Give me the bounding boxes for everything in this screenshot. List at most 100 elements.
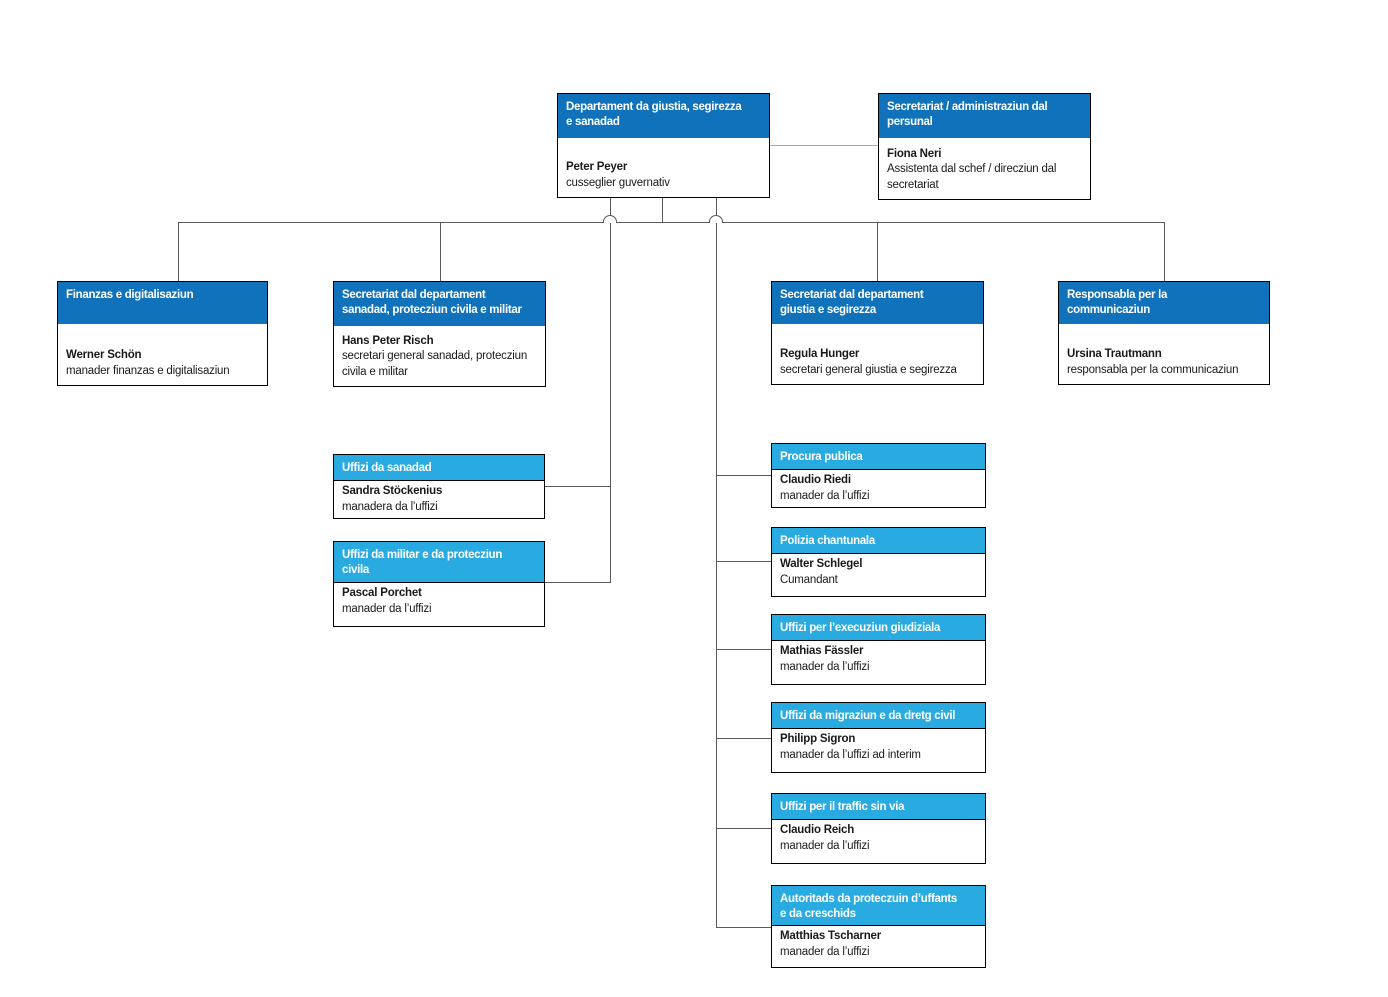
person-role: manader da l’uffizi	[780, 839, 870, 852]
header-line: Procura publica	[780, 451, 863, 463]
org-node-secretariat-sanadad-militar: Secretariat dal departament sanadad, pro…	[333, 281, 546, 387]
person-name: Fiona Neri	[887, 147, 942, 160]
node-body: Peter Peyer cusseglier guvernativ	[558, 158, 769, 197]
node-header: Finanzas e digitalisaziun	[58, 282, 267, 324]
person-name: Matthias Tscharner	[780, 930, 881, 942]
node-header: Uffizi da sanadad	[334, 455, 544, 481]
header-line: Uffizi per il traffic sin via	[780, 801, 905, 813]
header-line: Secretariat dal departament	[780, 289, 924, 301]
line-hop	[603, 215, 617, 223]
person-role: manader da l’uffizi	[780, 660, 870, 673]
connector	[178, 222, 179, 281]
header-line: e sanadad	[566, 116, 620, 128]
node-header: Responsabla per la communicaziun	[1059, 282, 1269, 324]
node-body: Fiona Neri Assistenta dal schef / direcz…	[879, 145, 1090, 200]
header-line: Uffizi da sanadad	[342, 462, 432, 474]
person-name: Regula Hunger	[780, 348, 860, 360]
connector	[723, 222, 1164, 223]
person-role: Assistenta dal schef / direcziun dal	[887, 163, 1057, 175]
header-line: civila	[342, 564, 369, 576]
org-node-uffizi-militar: Uffizi da militar e da protecziun civila…	[333, 541, 545, 627]
org-node-secretariat-giustia: Secretariat dal departament giustia e se…	[771, 281, 984, 385]
org-node-uffizi-migraziun: Uffizi da migraziun e da dretg civil Phi…	[771, 702, 986, 773]
org-node-procura-publica: Procura publica Claudio Riedi manader da…	[771, 443, 986, 508]
org-node-secretariat-persunal: Secretariat / administraziun dal persuna…	[878, 93, 1091, 200]
person-name: Claudio Reich	[780, 824, 855, 836]
person-name: Walter Schlegel	[780, 558, 863, 570]
org-node-uffizi-execuziun: Uffizi per l’execuziun giudiziala Mathia…	[771, 614, 986, 685]
node-header: Departament da giustia, segirezza e sana…	[558, 94, 769, 138]
person-role: manader da l’uffizi	[780, 489, 870, 502]
org-node-uffizi-sanadad: Uffizi da sanadad Sandra Stöckenius mana…	[333, 454, 545, 519]
org-node-departament: Departament da giustia, segirezza e sana…	[557, 93, 770, 198]
person-role: manadera da l’uffizi	[342, 500, 438, 513]
person-name: Pascal Porchet	[342, 587, 422, 599]
connector	[662, 198, 663, 222]
header-line: giustia e segirezza	[780, 304, 876, 316]
node-body: Werner Schön manader finanzas e digitali…	[58, 346, 267, 385]
person-role: manader da l’uffizi	[780, 945, 870, 958]
header-line: Uffizi da migraziun e da dretg civil	[780, 710, 956, 722]
person-role: secretariat	[887, 178, 939, 191]
person-role: manader finanzas e digitalisaziun	[66, 364, 230, 377]
node-header: Autoritads da proteczuin d’uffants e da …	[772, 886, 985, 926]
org-node-polizia-chantunala: Polizia chantunala Walter Schlegel Cuman…	[771, 527, 986, 597]
connector	[1164, 222, 1165, 281]
connector	[717, 649, 771, 650]
header-line: Autoritads da proteczuin d’uffants	[780, 893, 957, 905]
node-header: Procura publica	[772, 444, 985, 470]
person-role: civila e militar	[342, 365, 408, 378]
connector	[440, 222, 441, 281]
header-line: persunal	[887, 116, 933, 128]
connector	[617, 222, 709, 223]
person-role: cusseglier guvernativ	[566, 176, 670, 189]
header-line: Polizia chantunala	[780, 535, 875, 547]
header-line: Secretariat dal departament	[342, 289, 486, 301]
person-name: Claudio Riedi	[780, 474, 851, 486]
person-role: Cumandant	[780, 573, 838, 586]
line-hop	[709, 215, 723, 223]
connector	[717, 828, 771, 829]
connector	[717, 475, 771, 476]
person-name: Philipp Sigron	[780, 733, 856, 745]
person-name: Mathias Fässler	[780, 645, 864, 657]
connector	[716, 198, 717, 928]
node-body: Philipp Sigron manader da l’uffizi ad in…	[772, 729, 985, 769]
person-role: manader da l’uffizi	[342, 602, 432, 615]
node-header: Secretariat / administraziun dal persuna…	[879, 94, 1090, 138]
header-line: Uffizi da militar e da protecziun	[342, 549, 503, 561]
org-node-autoritads-protecziun: Autoritads da proteczuin d’uffants e da …	[771, 885, 986, 968]
node-header: Uffizi per il traffic sin via	[772, 794, 985, 820]
connector	[545, 582, 610, 583]
connector	[877, 222, 878, 281]
connector	[717, 738, 771, 739]
person-role: manader da l’uffizi ad interim	[780, 748, 921, 761]
node-body: Mathias Fässler manader da l’uffizi	[772, 641, 985, 681]
node-header: Uffizi per l’execuziun giudiziala	[772, 615, 985, 641]
node-body: Walter Schlegel Cumandant	[772, 554, 985, 594]
person-name: Ursina Trautmann	[1067, 348, 1162, 360]
person-role: secretari general giustia e segirezza	[780, 363, 957, 376]
header-line: Finanzas e digitalisaziun	[66, 289, 194, 301]
org-node-finanzas: Finanzas e digitalisaziun Werner Schön m…	[57, 281, 268, 386]
header-line: Secretariat / administraziun dal	[887, 101, 1048, 113]
node-body: Claudio Reich manader da l’uffizi	[772, 820, 985, 860]
person-name: Werner Schön	[66, 349, 142, 361]
org-node-uffizi-traffic: Uffizi per il traffic sin via Claudio Re…	[771, 793, 986, 864]
node-header: Uffizi da migraziun e da dretg civil	[772, 703, 985, 729]
header-line: Responsabla per la	[1067, 289, 1168, 301]
node-body: Regula Hunger secretari general giustia …	[772, 345, 983, 384]
node-header: Secretariat dal departament giustia e se…	[772, 282, 983, 324]
connector	[717, 927, 772, 928]
org-node-communicaziun: Responsabla per la communicaziun Ursina …	[1058, 281, 1270, 385]
person-name: Sandra Stöckenius	[342, 485, 443, 497]
node-body: Ursina Trautmann responsabla per la comm…	[1059, 345, 1269, 384]
connector	[610, 198, 611, 583]
connector	[770, 145, 878, 146]
person-name: Peter Peyer	[566, 161, 628, 173]
header-line: e da creschids	[780, 908, 856, 920]
connector	[545, 486, 610, 487]
header-line: Departament da giustia, segirezza	[566, 101, 742, 113]
node-header: Secretariat dal departament sanadad, pro…	[334, 282, 545, 326]
